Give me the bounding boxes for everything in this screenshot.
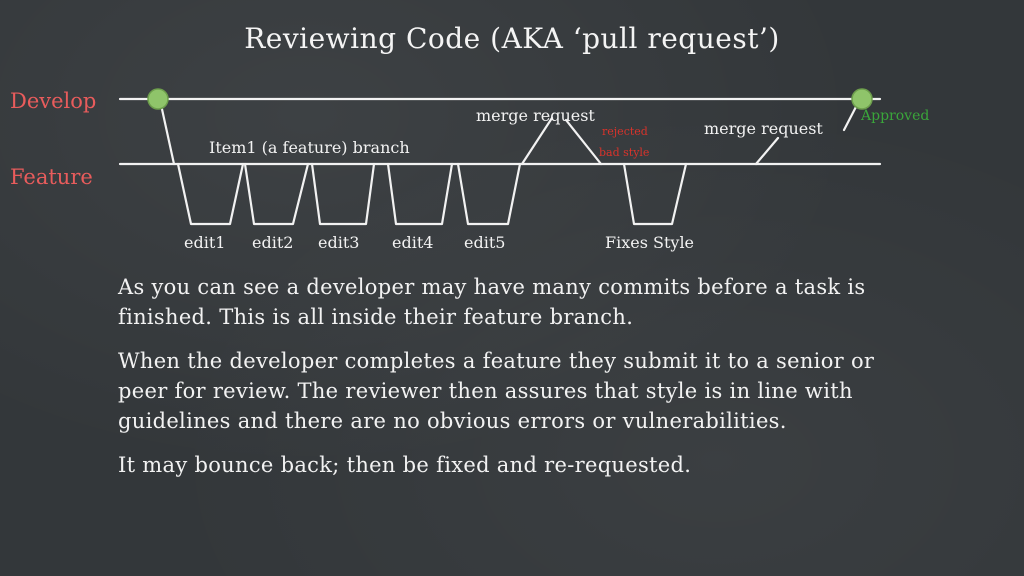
- commit-dip-edit3: [310, 162, 376, 226]
- merge-request-2-line: [754, 136, 780, 166]
- body-text: As you can see a developer may have many…: [118, 272, 878, 494]
- develop-label: Develop: [10, 89, 96, 113]
- develop-merge-node: [851, 88, 873, 110]
- edit-label-2: edit2: [252, 233, 293, 252]
- merge-request-1-line: [520, 116, 554, 166]
- develop-start-node: [147, 88, 169, 110]
- approved-label: Approved: [860, 108, 929, 124]
- fix-style-label: Fixes Style: [605, 233, 694, 252]
- merge-request-1-label: merge request: [476, 106, 595, 125]
- bad-style-label: bad style: [599, 146, 649, 159]
- feature-label: Feature: [10, 165, 93, 189]
- edit-label-5: edit5: [464, 233, 505, 252]
- paragraph-2: When the developer completes a feature t…: [118, 349, 875, 433]
- paragraph-1: As you can see a developer may have many…: [118, 275, 866, 329]
- commit-dip-fix: [622, 162, 688, 226]
- paragraph-3: It may bounce back; then be fixed and re…: [118, 453, 692, 477]
- rejected-label: rejected: [602, 125, 648, 138]
- merge-request-2-label: merge request: [704, 119, 823, 138]
- git-flow-diagram: Develop Feature Item1 (a feature) branch…: [10, 88, 929, 252]
- slide-title: Reviewing Code (AKA ‘pull request’): [244, 22, 780, 55]
- edit-label-4: edit4: [392, 233, 433, 252]
- edit-label-1: edit1: [184, 233, 225, 252]
- branch-off-line: [158, 98, 176, 166]
- commit-dip-edit5: [456, 162, 522, 226]
- commit-dip-edit2: [243, 162, 310, 226]
- commit-dip-edit1: [176, 162, 245, 226]
- edit-label-3: edit3: [318, 233, 359, 252]
- branch-name-label: Item1 (a feature) branch: [209, 138, 410, 157]
- rejected-return-line: [564, 118, 603, 166]
- commit-dip-edit4: [386, 162, 454, 226]
